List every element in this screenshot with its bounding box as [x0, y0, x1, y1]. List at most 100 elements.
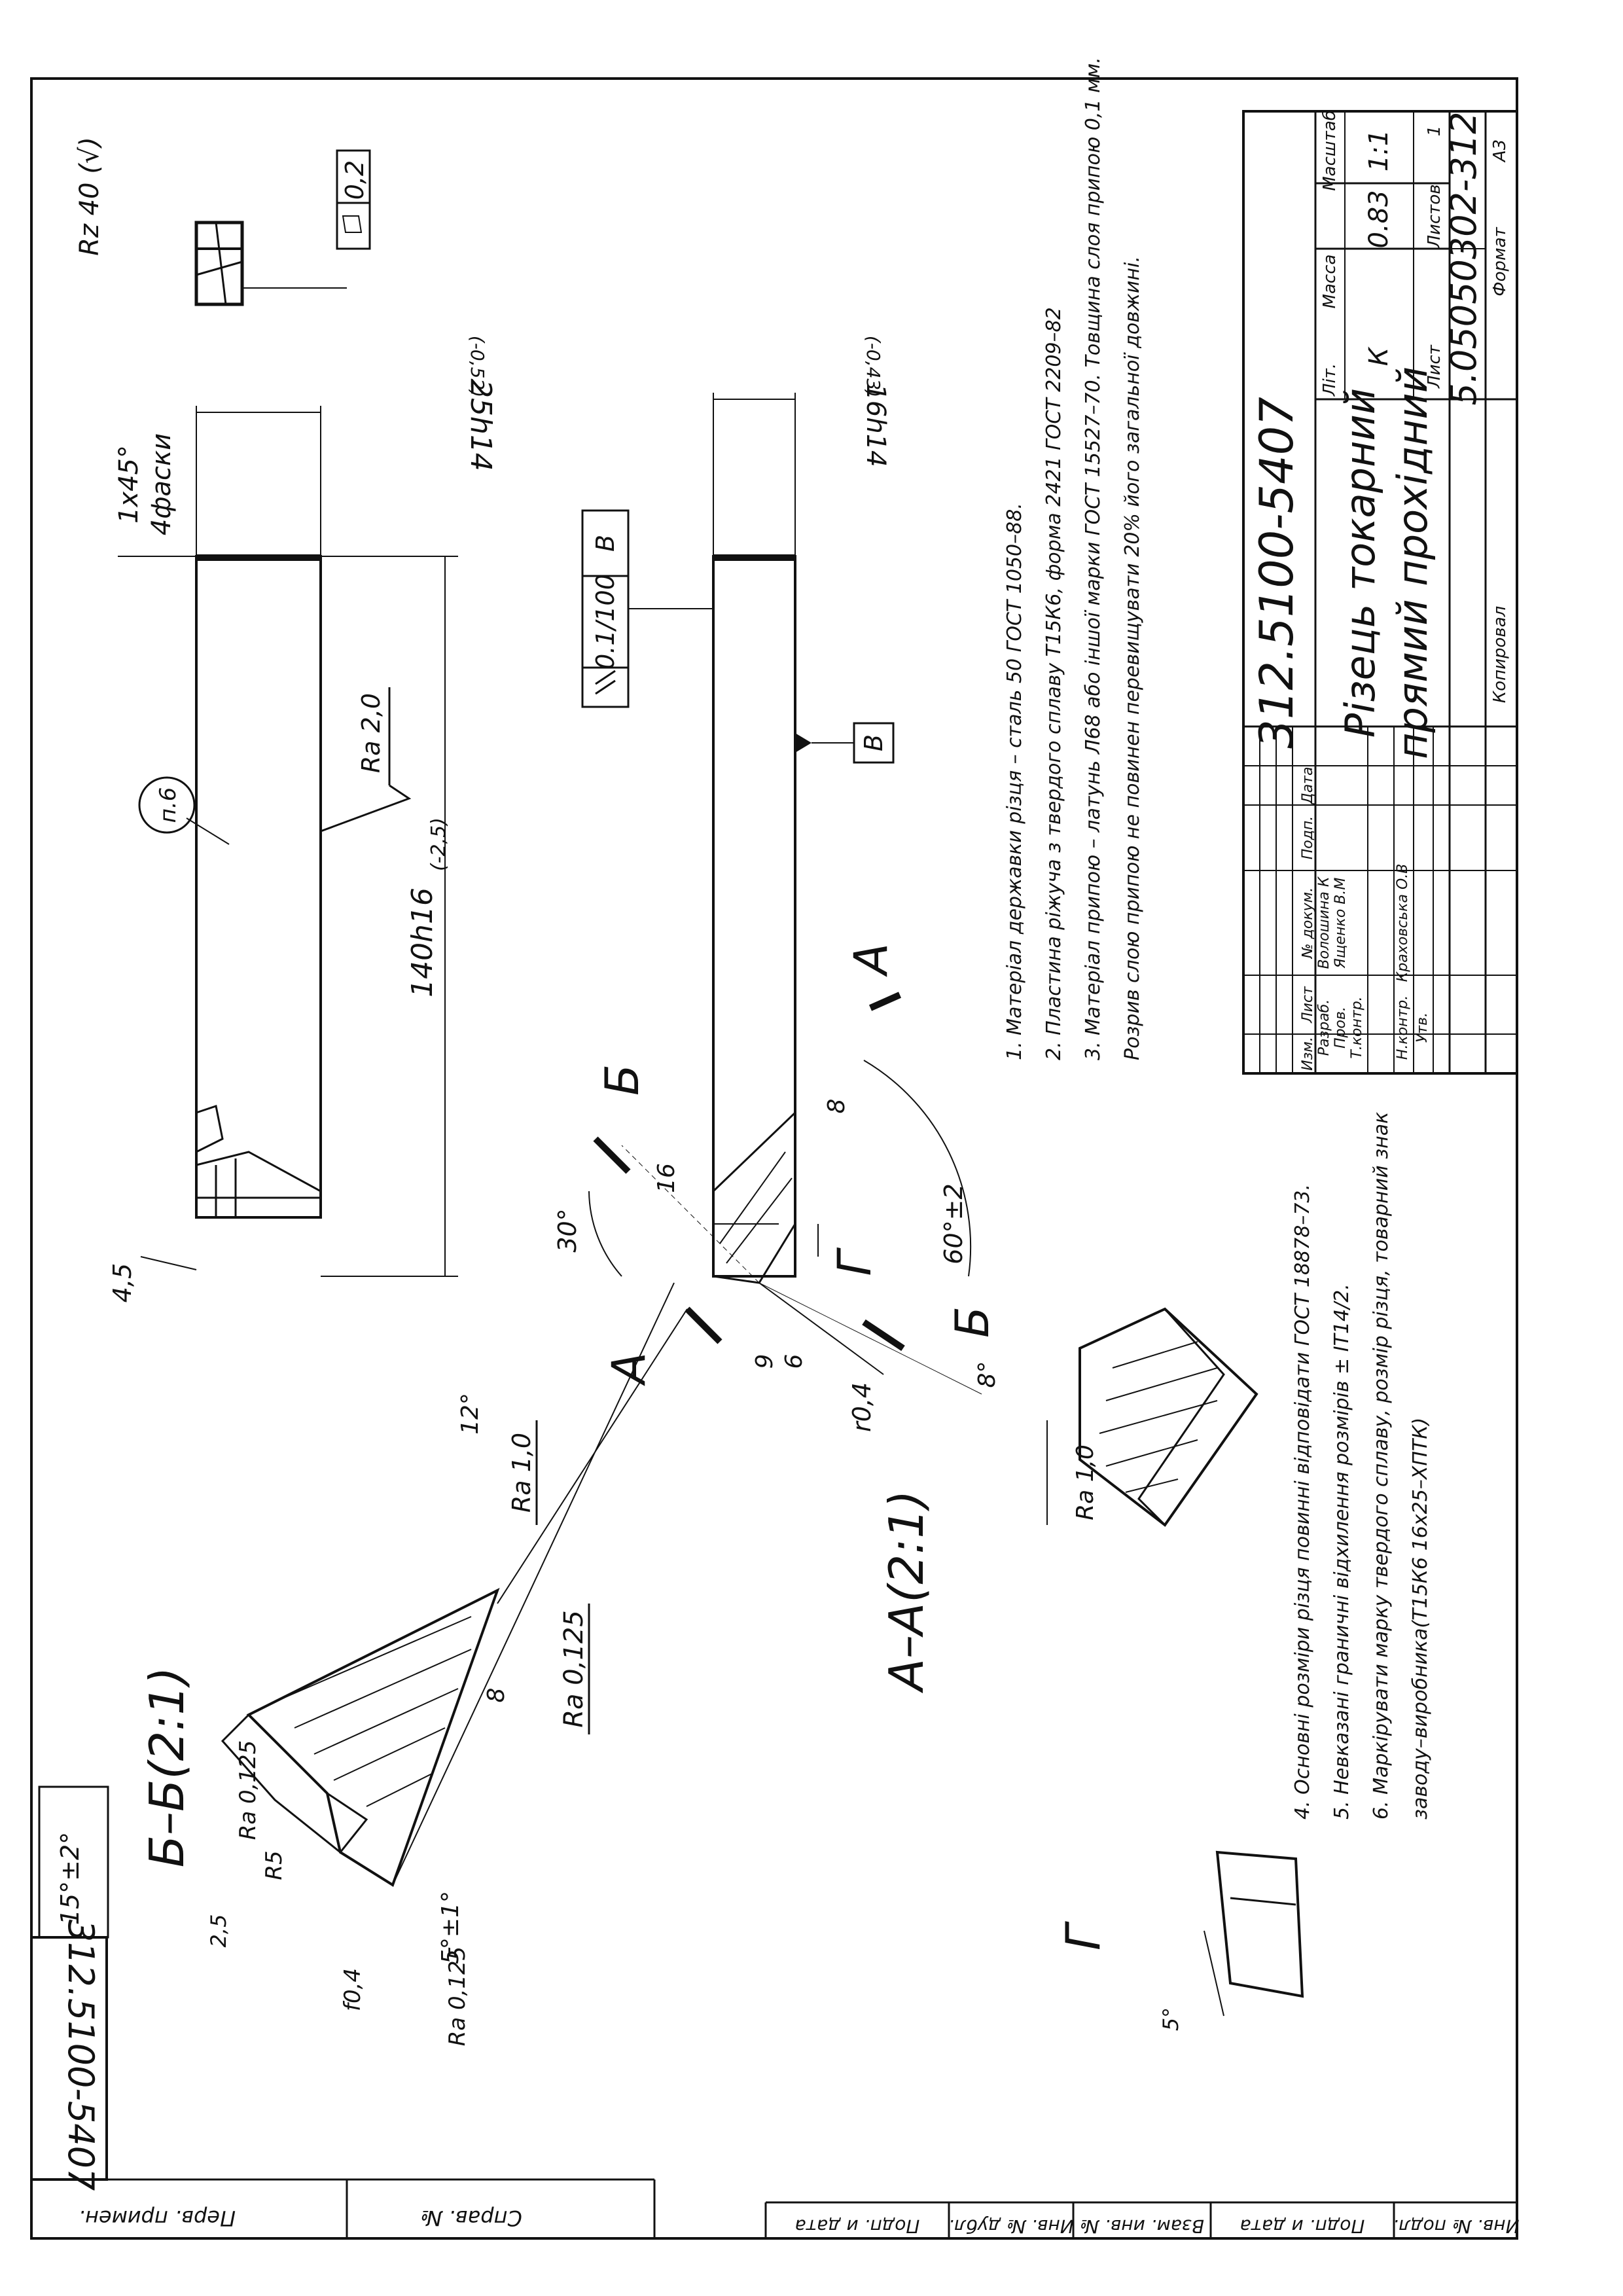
lit-value: К	[1364, 346, 1394, 366]
radius-04: r0,4	[847, 1382, 876, 1432]
flatness-value: 0,2	[340, 160, 369, 200]
parallelism-value: 0.1/100	[591, 574, 620, 670]
left-strip-label-1: Перв. примен.	[79, 2206, 236, 2231]
role-0: Разраб.	[1316, 999, 1332, 1056]
shank-side-outline	[195, 555, 322, 1219]
sheet-label: Лист	[1425, 344, 1444, 389]
dim-8: 8	[823, 1099, 850, 1114]
role-4: Утв.	[1414, 1013, 1431, 1043]
section-aa-label: А–А(2:1)	[879, 1490, 934, 1694]
scale-value: 1:1	[1364, 130, 1394, 171]
view-g: Г 5°	[1056, 1850, 1304, 2031]
sheets-value: 1	[1425, 126, 1444, 137]
end-view-outline	[194, 221, 244, 306]
ra-0-125-a: Ra 0,125	[235, 1740, 261, 1840]
end-view: 0,2	[194, 149, 371, 306]
role-1-name: Ященко В.М	[1332, 878, 1349, 969]
dim-4-5: 4,5	[108, 1263, 137, 1302]
section-aa-outline	[1079, 1307, 1258, 1527]
designation-stamp: 312.5100-5407	[60, 1920, 101, 2191]
mass-value: 0.83	[1364, 190, 1394, 248]
dim-6: 6	[781, 1354, 808, 1369]
col-list: Лист	[1300, 986, 1316, 1024]
section-aa-insert	[1137, 1308, 1258, 1527]
cut-b-label-2: Б	[946, 1306, 999, 1338]
cut-b-mark-top	[593, 1136, 631, 1174]
height-dim: 25h14	[464, 380, 497, 471]
bottom-strip-label-4: Подп. и дата	[1240, 2215, 1365, 2237]
sheets-label: Листов	[1425, 184, 1444, 248]
bottom-strip-label-2: Инв. № дубл.	[948, 2215, 1074, 2237]
section-bb-outline	[246, 1587, 500, 1888]
flatness-frame	[336, 149, 371, 250]
length-tol: (-2,5)	[427, 817, 450, 871]
height-tol: (-0,52)	[467, 336, 488, 397]
role-2: Т.контр.	[1349, 996, 1365, 1058]
col-date: Дата	[1300, 767, 1316, 805]
width-dim: 16h14	[861, 384, 891, 467]
balloon-label: п.6	[155, 787, 181, 823]
datum-label: В	[859, 734, 888, 751]
scale-header: Масштаб	[1320, 110, 1340, 191]
side-view: 140h16 (-2,5) 25h14 (-0,52) 1x45° 4фаски…	[108, 336, 497, 1302]
angle-12: 12°	[457, 1393, 484, 1435]
bottom-strip-label-1: Подп. и дата	[795, 2215, 920, 2237]
top-view: 16h14 (-0,43) 0.1/100 В В А А Б Б Г 30° …	[553, 336, 999, 1432]
flatness-icon	[342, 215, 363, 233]
dim-8-b: 8	[483, 1688, 510, 1703]
balloon-circle	[138, 776, 196, 834]
left-strip-label-2: Справ. №	[420, 2206, 522, 2231]
length-dim: 140h16	[406, 888, 439, 997]
angle-5: 5°±1°	[437, 1891, 464, 1964]
col-sign: Подп.	[1300, 816, 1316, 860]
insert-side-1	[195, 1105, 224, 1154]
title-block-frame	[1242, 110, 1518, 1075]
chamfer-f04: f0,4	[340, 1968, 366, 2011]
section-bb-insert	[221, 1713, 368, 1854]
dim-9: 9	[751, 1354, 778, 1369]
note-3: 3. Матеріал припою – латунь Л68 або іншо…	[1082, 57, 1105, 1060]
angle-5-g: 5°	[1158, 2007, 1183, 2031]
chamfer-dim: 1x45°	[114, 445, 144, 524]
role-1: Пров.	[1332, 1007, 1349, 1049]
parallelism-datum: В	[591, 535, 620, 552]
view-g-label: Г	[1056, 1921, 1111, 1950]
parallel-icon	[595, 670, 616, 685]
dim-16: 16	[653, 1163, 680, 1193]
bottom-strip-label-5: Инв. № подл.	[1393, 2215, 1519, 2237]
role-3-name: Краховська О.В	[1395, 864, 1411, 982]
format-value: А3	[1490, 139, 1510, 163]
note-2: 2. Пластина ріжуча з твердого сплаву Т15…	[1043, 307, 1065, 1060]
sheet-frame	[30, 77, 1518, 2240]
bottom-strip-label-3: Взам. инв. №	[1080, 2215, 1204, 2237]
insert-side-2	[195, 1151, 322, 1219]
section-bb: Б–Б(2:1) 15°±2° Ra 0,125 Ra 0,125 5°±1° …	[38, 1282, 675, 2047]
cut-b-mark-bottom	[862, 1319, 905, 1352]
title-block: 312.5100-5407 Різець токарний прямий про…	[1242, 110, 1518, 1075]
radius-5: R5	[261, 1850, 287, 1880]
role-3: Н.контр.	[1395, 996, 1411, 1060]
ra-1-0-a: Ra 1,0	[507, 1433, 536, 1513]
angle-60: 60°±2	[939, 1183, 968, 1264]
doc-code: 5.05050302-312	[1443, 112, 1484, 406]
designation: 312.5100-5407	[1250, 397, 1304, 748]
angle-30: 30°	[553, 1208, 582, 1252]
note-5: 5. Невказані граничні відхилення розмірі…	[1330, 1283, 1353, 1820]
part-name-line-1: Різець токарний	[1336, 388, 1384, 738]
cut-a-mark-right	[868, 992, 902, 1011]
shank-top-outline	[712, 555, 796, 1278]
mass-header: Масса	[1320, 255, 1340, 309]
ra-0-125-b: Ra 0,125	[444, 1946, 471, 2047]
angle-8-aa: 8°	[974, 1361, 1001, 1388]
cut-a-label-2: А	[844, 943, 898, 977]
notes: 1. Матеріал державки різця – сталь 50 ГО…	[1003, 57, 1432, 1820]
note-6b: заводу–виробника(Т15К6 16х25–ХПТК)	[1409, 1418, 1432, 1820]
section-bb-angle-box	[38, 1785, 109, 1939]
angle-15: 15°±2°	[56, 1832, 84, 1925]
note-1: 1. Матеріал державки різця – сталь 50 ГО…	[1003, 503, 1026, 1060]
cut-a-mark-left	[685, 1306, 722, 1344]
width-tol: (-0,43)	[863, 336, 884, 397]
note-4: 4. Основні розміри різця повинні відпові…	[1291, 1184, 1314, 1820]
col-izm: Изм.	[1300, 1037, 1316, 1071]
